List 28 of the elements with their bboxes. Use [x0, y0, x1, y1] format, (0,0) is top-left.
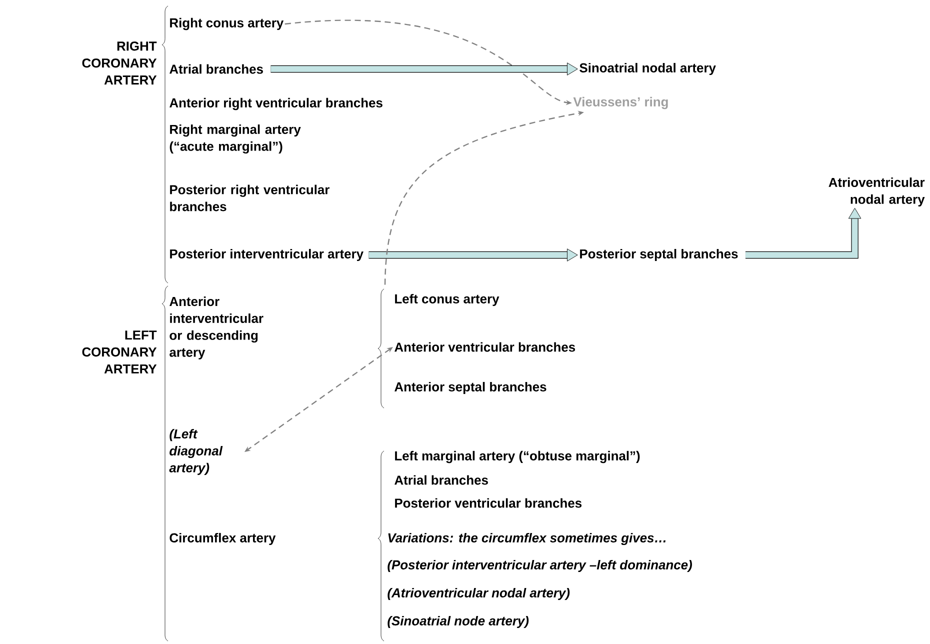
text-label: Circumflex artery [170, 532, 276, 546]
text-label: (Posterior interventricular artery –left dominance) [388, 560, 692, 572]
text-label: Left conus artery [395, 294, 500, 306]
block-arrow [368, 248, 578, 262]
text-label: (Atrioventricular nodal artery) [388, 588, 570, 600]
text-label: Right marginal artery (“acute marginal”) [170, 124, 301, 154]
block-arrow [270, 62, 578, 76]
text-label: Posterior right ventricular branches [170, 184, 330, 212]
text-label: Anterior interventricular or descending artery [170, 296, 264, 360]
text-label: Sinoatrial nodal artery [580, 62, 716, 76]
heading-text: LEFT CORONARY ARTERY [82, 330, 157, 374]
block-arrow [745, 208, 862, 259]
text-label: Atrial branches [170, 64, 263, 74]
text-label: Posterior ventricular branches [395, 498, 582, 508]
text-label: Variations: the circumflex sometimes gives… [388, 532, 666, 546]
text-label: Anterior right ventricular branches [170, 98, 382, 110]
text-label: Anterior septal branches [394, 382, 546, 394]
text-label: Atrioventricular nodal artery [828, 177, 925, 206]
text-label: Atrial branches [394, 475, 488, 485]
heading-text: RIGHT CORONARY ARTERY [82, 42, 157, 84]
text-label: Anterior ventricular branches [394, 342, 576, 352]
text-label: Vieussens’ ring [573, 96, 668, 110]
text-label: Left marginal artery (“obtuse marginal”) [395, 450, 640, 464]
text-label: Right conus artery [170, 18, 284, 30]
text-label: (Sinoatrial node artery) [388, 616, 529, 628]
text-label: Posterior interventricular artery [170, 248, 364, 262]
text-label: (Left diagonal artery) [169, 429, 223, 475]
text-label: Posterior septal branches [580, 248, 738, 262]
